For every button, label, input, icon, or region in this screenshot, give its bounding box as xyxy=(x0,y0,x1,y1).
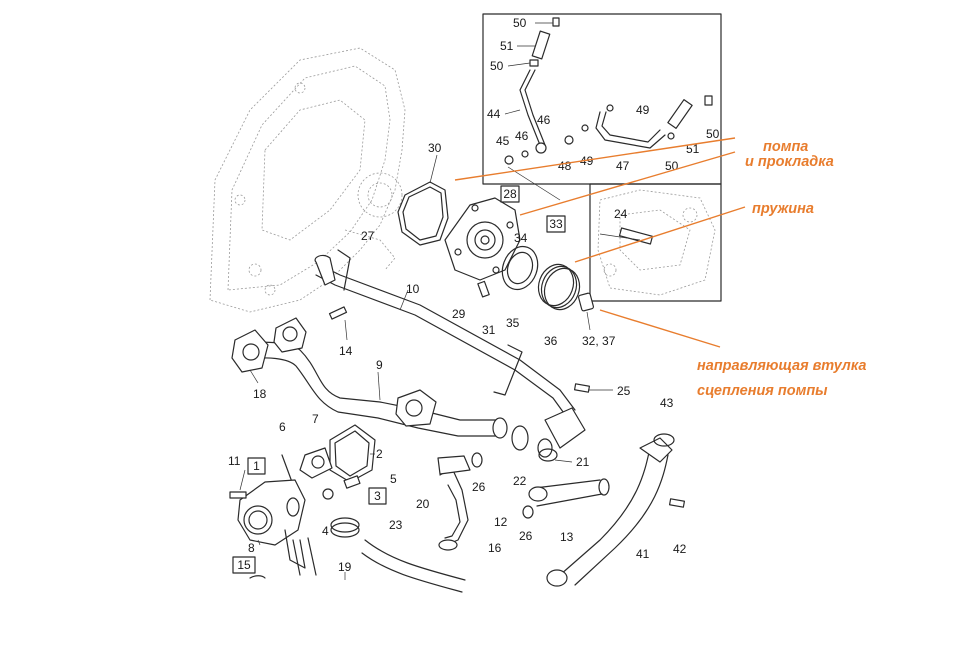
part-number: 11 xyxy=(228,454,241,468)
part-number: 18 xyxy=(253,387,267,401)
water-pump xyxy=(444,197,521,298)
part-number: 31 xyxy=(482,323,496,337)
part-number: 9 xyxy=(376,358,383,372)
part-number: 50 xyxy=(490,59,504,73)
pump-arrow-line xyxy=(454,137,736,181)
annotation-pump-line2: и прокладка xyxy=(745,154,834,170)
part-number: 10 xyxy=(406,282,420,296)
annotation-arrows xyxy=(454,137,746,348)
part-number: 23 xyxy=(389,518,403,532)
part-number: 36 xyxy=(544,334,558,348)
part-number: 41 xyxy=(636,547,650,561)
bushing-arrow-line xyxy=(599,309,721,348)
fitting-21 xyxy=(538,383,613,463)
part-number: 49 xyxy=(636,103,650,117)
part-number: 14 xyxy=(339,344,353,358)
part-number: 50 xyxy=(513,16,527,30)
part-number: 16 xyxy=(488,541,502,555)
boxed-labels: 1 3 15 28 33 xyxy=(232,185,566,574)
part-number: 44 xyxy=(487,107,501,121)
annotation-bushing-line1: направляющая втулка xyxy=(697,358,866,374)
part-number: 43 xyxy=(660,396,674,410)
part-number: 47 xyxy=(616,159,630,173)
pump-arrow-line-2 xyxy=(519,151,736,216)
part-number: 34 xyxy=(514,231,528,245)
part-number: 51 xyxy=(500,39,514,53)
part-number: 35 xyxy=(506,316,520,330)
box-label-33: 33 xyxy=(549,217,563,231)
coolant-pipe-10 xyxy=(314,249,576,417)
part-number: 49 xyxy=(580,154,594,168)
part-number: 19 xyxy=(338,560,352,574)
lower-hoses xyxy=(249,433,686,593)
part-number: 45 xyxy=(496,134,510,148)
coolant-pipe-9 xyxy=(231,306,553,458)
box-label-15: 15 xyxy=(237,558,251,572)
part-number: 22 xyxy=(513,474,527,488)
spring-arrow-line xyxy=(574,206,746,263)
part-number: 32, 37 xyxy=(582,334,616,348)
part-number: 26 xyxy=(472,480,486,494)
box-label-28: 28 xyxy=(503,187,517,201)
pump-seal-spring xyxy=(501,245,595,331)
part-number: 7 xyxy=(312,412,319,426)
box-label-3: 3 xyxy=(374,489,381,503)
part-number: 25 xyxy=(617,384,631,398)
engine-timing-cover xyxy=(209,47,406,313)
part-number: 48 xyxy=(558,159,572,173)
box-label-1: 1 xyxy=(253,459,260,473)
inset-right-block xyxy=(589,183,722,302)
part-number: 26 xyxy=(519,529,533,543)
part-number: 6 xyxy=(279,420,286,434)
part-number: 24 xyxy=(614,207,628,221)
part-number: 46 xyxy=(537,113,551,127)
outlet-housing xyxy=(229,469,306,569)
thermostat-housing xyxy=(281,424,376,500)
part-number: 4 xyxy=(322,524,329,538)
part-number: 21 xyxy=(576,455,590,469)
part-number: 27 xyxy=(361,229,375,243)
annotation-bushing-line2: сцепления помпы xyxy=(697,383,828,399)
annotations: помпа и прокладка пружина направляющая в… xyxy=(697,139,866,399)
part-number: 42 xyxy=(673,542,687,556)
part-number: 13 xyxy=(560,530,574,544)
part-number: 50 xyxy=(706,127,720,141)
part-number: 30 xyxy=(428,141,442,155)
part-number: 2 xyxy=(376,447,383,461)
part-number: 46 xyxy=(515,129,529,143)
part-number: 5 xyxy=(390,472,397,486)
part-number: 20 xyxy=(416,497,430,511)
annotation-spring: пружина xyxy=(752,201,814,217)
part-number: 12 xyxy=(494,515,508,529)
part-number: 29 xyxy=(452,307,466,321)
pump-gasket xyxy=(397,154,449,246)
part-number: 8 xyxy=(248,541,255,555)
annotation-pump-line1: помпа xyxy=(763,139,808,155)
part-numbers: 50 51 50 44 46 46 45 49 48 49 47 50 51 5… xyxy=(228,16,720,574)
